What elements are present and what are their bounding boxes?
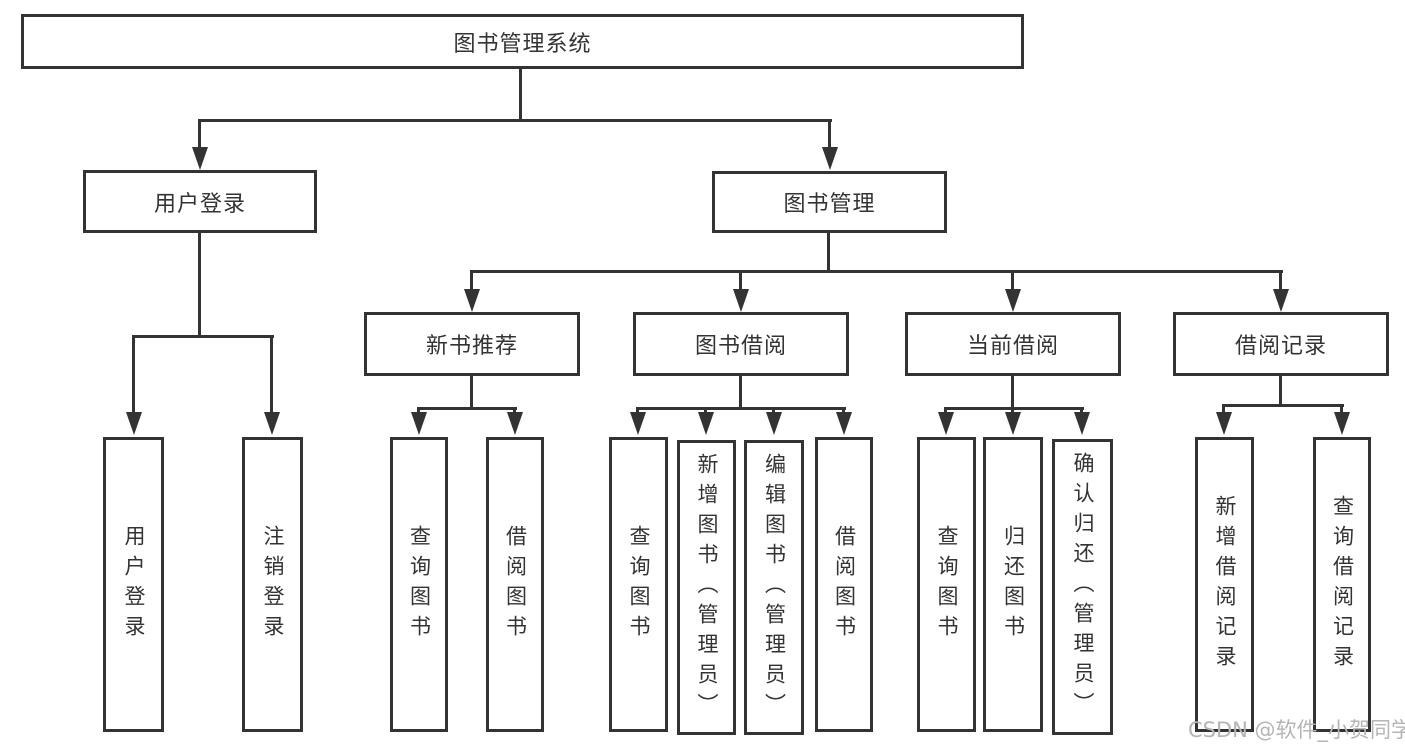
node-root-label: 图书管理系统 — [453, 31, 592, 57]
arrow-down-icon — [766, 412, 782, 435]
node-current-confirm-return-label: 确认归还（管理员） — [1071, 452, 1095, 722]
arrow-down-icon — [698, 412, 714, 435]
connector-line — [1222, 404, 1344, 407]
arrow-down-icon — [464, 289, 480, 312]
connector-line — [636, 407, 846, 410]
node-recommend-query-books-label: 查询图书 — [407, 524, 432, 645]
connector-line — [944, 407, 1084, 410]
connector-line — [1011, 376, 1014, 409]
node-new-book-recommend: 新书推荐 — [364, 312, 580, 376]
connector-line — [1080, 407, 1083, 413]
node-new-book-recommend-label: 新书推荐 — [425, 334, 518, 359]
arrow-down-icon — [733, 289, 749, 312]
node-recommend-query-books: 查询图书 — [390, 437, 448, 732]
connector-line — [1011, 270, 1014, 289]
connector-line — [944, 407, 947, 413]
arrow-down-icon — [1005, 289, 1021, 312]
connector-line — [198, 233, 201, 337]
connector-line — [470, 270, 1283, 273]
node-borrow-borrow-books: 借阅图书 — [815, 437, 873, 732]
connector-line — [1222, 404, 1225, 413]
connector-line — [1279, 270, 1282, 289]
node-borrow-record-label: 借阅记录 — [1234, 334, 1327, 359]
connector-line — [842, 407, 845, 413]
node-borrow-query-books: 查询图书 — [609, 437, 668, 732]
node-borrow-query-books-label: 查询图书 — [627, 524, 651, 645]
node-current-return-books: 归还图书 — [983, 437, 1043, 732]
arrow-down-icon — [938, 412, 954, 435]
node-user-login: 用户登录 — [83, 170, 317, 233]
node-current-query-books: 查询图书 — [917, 437, 976, 732]
node-book-borrow-label: 图书借阅 — [694, 334, 787, 359]
connector-line — [1340, 404, 1343, 413]
connector-line — [470, 376, 473, 409]
node-borrow-add-books-label: 新增图书（管理员） — [695, 452, 719, 723]
arrow-down-icon — [1216, 412, 1232, 435]
node-current-query-books-label: 查询图书 — [935, 524, 959, 645]
arrow-down-icon — [192, 147, 208, 170]
node-book-borrow: 图书借阅 — [633, 312, 849, 376]
node-user-login-label: 用户登录 — [153, 191, 246, 217]
arrow-down-icon — [836, 412, 852, 435]
connector-line — [739, 270, 742, 289]
node-borrow-edit-books-label: 编辑图书（管理员） — [762, 452, 787, 723]
connector-line — [417, 407, 420, 413]
arrow-down-icon — [264, 412, 280, 435]
node-borrow-record: 借阅记录 — [1173, 312, 1389, 376]
arrow-down-icon — [1273, 289, 1289, 312]
node-borrow-borrow-books-label: 借阅图书 — [832, 524, 857, 645]
node-book-management-label: 图书管理 — [783, 192, 876, 217]
node-borrow-add-books: 新增图书（管理员） — [677, 440, 736, 735]
node-logout-leaf-label: 注销登录 — [261, 524, 285, 645]
arrow-down-icon — [630, 412, 646, 435]
connector-line — [772, 407, 775, 413]
node-recommend-borrow-books-label: 借阅图书 — [503, 524, 528, 645]
node-record-add-record: 新增借阅记录 — [1195, 437, 1254, 732]
node-root: 图书管理系统 — [21, 14, 1024, 69]
node-logout-leaf: 注销登录 — [242, 437, 303, 732]
node-user-login-leaf-label: 用户登录 — [122, 524, 146, 645]
arrow-down-icon — [1074, 412, 1090, 435]
connector-line — [704, 407, 707, 413]
node-current-borrow-label: 当前借阅 — [966, 334, 1059, 359]
connector-line — [270, 335, 273, 412]
connector-line — [470, 270, 473, 289]
connector-line — [132, 335, 135, 412]
connector-line — [519, 69, 522, 121]
connector-line — [417, 407, 517, 410]
csdn-watermark: CSDN @软件_小贺同学 — [1188, 718, 1405, 742]
node-record-query-record: 查询借阅记录 — [1313, 437, 1371, 732]
node-borrow-edit-books: 编辑图书（管理员） — [744, 440, 804, 735]
node-current-confirm-return: 确认归还（管理员） — [1052, 439, 1113, 735]
node-current-borrow: 当前借阅 — [905, 312, 1121, 376]
node-user-login-leaf: 用户登录 — [103, 437, 164, 732]
node-record-query-record-label: 查询借阅记录 — [1330, 494, 1355, 675]
connector-line — [513, 407, 516, 413]
node-recommend-borrow-books: 借阅图书 — [486, 437, 544, 732]
connector-line — [828, 119, 831, 147]
arrow-down-icon — [1005, 412, 1021, 435]
connector-line — [1011, 407, 1014, 413]
connector-line — [827, 233, 830, 272]
connector-line — [1279, 376, 1282, 406]
arrow-down-icon — [411, 412, 427, 435]
connector-line — [636, 407, 639, 413]
arrow-down-icon — [507, 412, 523, 435]
arrow-down-icon — [126, 412, 142, 435]
connector-line — [198, 119, 201, 147]
connector-line — [133, 335, 274, 338]
node-book-management: 图书管理 — [712, 171, 947, 233]
node-record-add-record-label: 新增借阅记录 — [1213, 494, 1237, 675]
arrow-down-icon — [822, 147, 838, 170]
node-current-return-books-label: 归还图书 — [1001, 524, 1026, 645]
arrow-down-icon — [1334, 412, 1350, 435]
connector-line — [739, 376, 742, 409]
connector-line — [198, 119, 832, 122]
